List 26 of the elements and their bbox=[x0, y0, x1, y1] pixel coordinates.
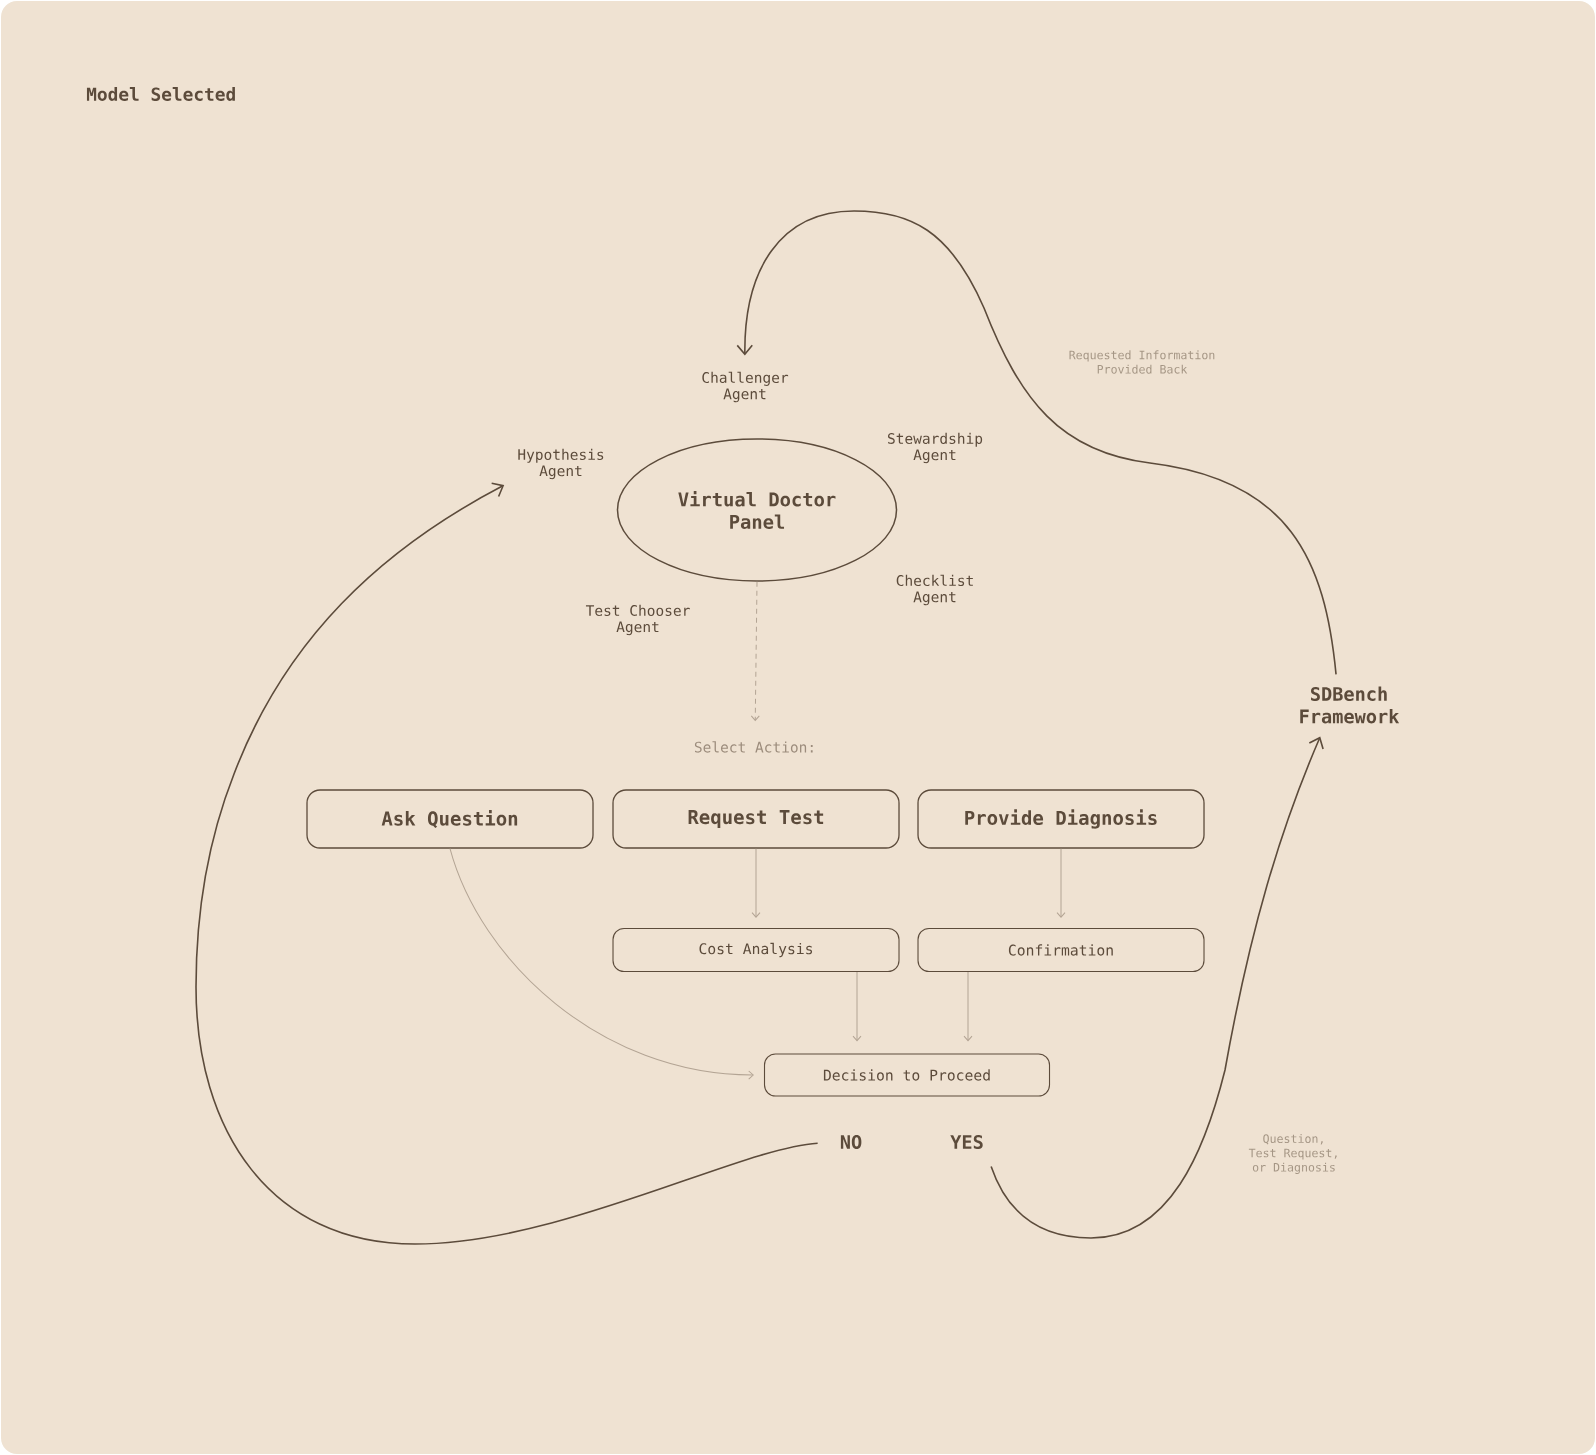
agent-label: Checklist Agent bbox=[896, 574, 973, 606]
agent-label: Test Chooser Agent bbox=[585, 604, 690, 636]
arrow bbox=[852, 971, 862, 1042]
step-box: Decision to Proceed bbox=[763, 1053, 1051, 1097]
branch-label: YES bbox=[950, 1134, 983, 1150]
edge-label: Question, Test Request, or Diagnosis bbox=[1248, 1134, 1337, 1174]
action-box: Request Test bbox=[612, 789, 900, 849]
agent-label: Challenger Agent bbox=[702, 371, 789, 403]
branch-label: NO bbox=[840, 1134, 862, 1150]
step-box: Confirmation bbox=[917, 927, 1205, 973]
step-box: Cost Analysis bbox=[612, 927, 900, 973]
arrow bbox=[1056, 848, 1066, 918]
prompt-label: Select Action: bbox=[694, 741, 813, 753]
curved-arrow bbox=[449, 848, 754, 1080]
curved-arrow bbox=[990, 736, 1324, 1239]
arrow bbox=[751, 848, 761, 918]
heading: Model Selected bbox=[86, 87, 235, 101]
edge-label: Requested Information Provided Back bbox=[1069, 350, 1215, 374]
arrow bbox=[963, 971, 973, 1042]
curved-arrow bbox=[195, 482, 819, 1245]
curved-arrow bbox=[736, 210, 1337, 676]
dashed-arrow bbox=[750, 581, 760, 721]
framework-label: SDBench Framework bbox=[1300, 686, 1400, 724]
agent-label: Hypothesis Agent bbox=[518, 448, 604, 480]
action-box: Provide Diagnosis bbox=[917, 789, 1205, 849]
action-box: Ask Question bbox=[306, 789, 594, 849]
